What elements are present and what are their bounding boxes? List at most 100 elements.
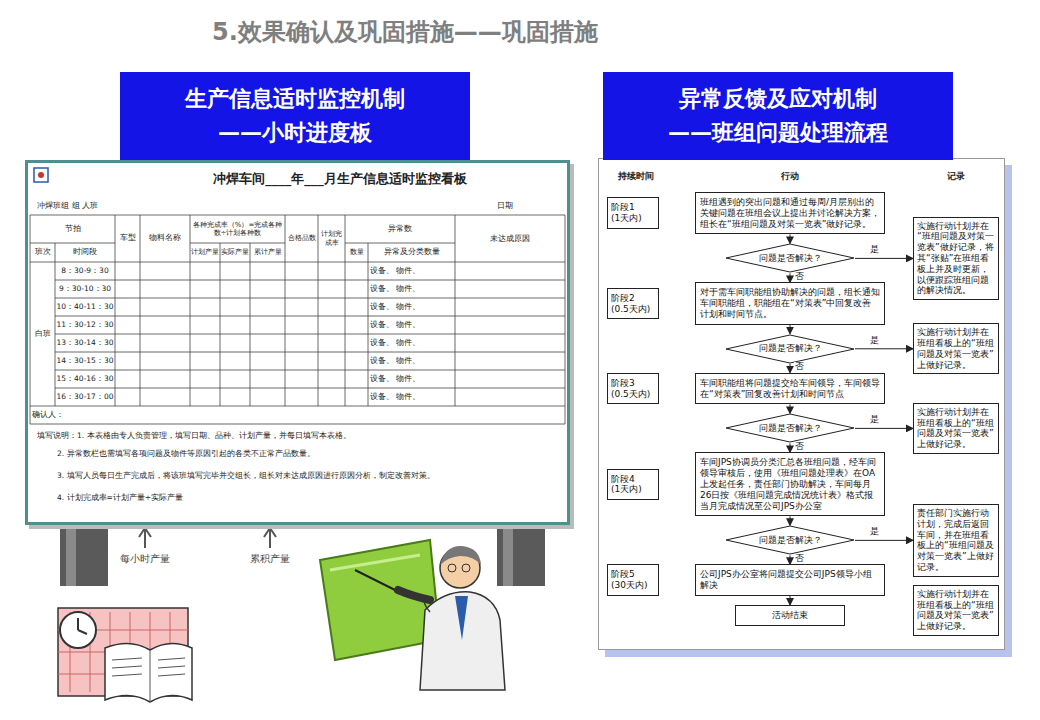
flow-arrow — [790, 404, 791, 413]
table-cell: 10：40-11：30 — [55, 298, 115, 316]
grid-line — [55, 370, 565, 371]
table-cell: 填写说明：1. 本表格由专人负责管理，填写日期、品种、计划产量，并每日填写本表格… — [35, 428, 560, 445]
table-cell: 9：30-10：30 — [55, 280, 115, 298]
table-cell: 13：30-14：30 — [55, 334, 115, 352]
node-text: 实施行动计划并在班组看板上的“班组问题及对策一览表”上做好记录。 — [917, 589, 995, 632]
node-text: 公司JPS办公室将问题提交公司JPS领导小组解决 — [700, 569, 880, 591]
node-text: (0.5天内) — [611, 389, 655, 400]
grid-line — [30, 424, 565, 425]
decision-diamond: 问题是否解决？ — [725, 525, 855, 555]
node-text: (30天内) — [611, 580, 655, 591]
process-box: 公司JPS办公室将问题提交公司JPS领导小组解决 — [695, 564, 885, 596]
node-text: 实施行动计划并在班组看板上的“班组问题及对策一览表”上做好记录。 — [917, 327, 995, 370]
edge-label: 是 — [869, 415, 880, 425]
table-cell: 3. 填写人员每日生产完成后，将该班填写完毕并交组长，组长对未达成原因进行原因分… — [55, 464, 560, 488]
node-text: (1天内) — [611, 213, 655, 224]
flow-arrow — [790, 596, 791, 605]
calendar-clipart — [58, 608, 192, 702]
grid-line — [250, 243, 251, 406]
edge-label: 是 — [869, 527, 880, 537]
stage-box: 阶段3(0.5天内) — [607, 373, 659, 405]
table-cell: 设备、 物件、 — [368, 352, 455, 370]
grid-line — [368, 243, 369, 406]
flow-arrow — [790, 273, 791, 282]
page-title: 5.效果确认及巩固措施——巩固措施 — [212, 16, 598, 48]
grid-line — [115, 215, 116, 406]
table-cell: 冲焊班组 组 人班 — [35, 199, 175, 212]
decision-diamond: 问题是否解决？ — [725, 243, 855, 273]
grid-line — [190, 215, 191, 406]
column-header: 行动 — [760, 168, 820, 184]
record-box: 责任部门实施行动计划，完成后返回车间，并在班组看板上的“班组问题及对策一览表”上… — [913, 504, 999, 577]
board-caption: 累积产量 — [230, 551, 310, 566]
table-cell: 设备、 物件、 — [368, 370, 455, 388]
table-cell: 车型 — [115, 215, 140, 262]
board-leg — [60, 522, 108, 586]
end-box: 活动结束 — [735, 605, 845, 626]
node-text: 阶段3 — [611, 378, 655, 389]
node-text: 问题是否解决？ — [759, 342, 822, 355]
teacher-clipart — [320, 540, 505, 690]
stage-box: 阶段5(30天内) — [607, 564, 659, 596]
table-cell: 异常数 — [345, 215, 455, 243]
table-cell: 累计产量 — [250, 243, 285, 262]
table-cell: 确认人： — [30, 406, 150, 424]
grid-line — [345, 243, 455, 244]
stage-box: 阶段1(1天内) — [607, 197, 659, 229]
table-cell: 计划完成率 — [318, 215, 345, 262]
table-cell: 计划产量 — [190, 243, 220, 262]
node-text: 责任部门实施行动计划，完成后返回车间，并在班组看板上的“班组问题及对策一览表”上… — [917, 508, 995, 573]
table-cell: 2. 异常数栏也需填写各项问题及物件等原因引起的各类不正常产品数量。 — [55, 446, 560, 463]
up-arrow — [264, 528, 276, 548]
header-banner: 异常反馈及应对机制——班组问题处理流程 — [603, 72, 953, 160]
table-cell: 节拍 — [30, 215, 115, 243]
table-cell: 白班 — [30, 262, 55, 406]
header-banner: 生产信息适时监控机制——小时进度板 — [120, 72, 470, 160]
node-text: 阶段5 — [611, 569, 655, 580]
flow-arrow — [790, 443, 791, 452]
grid-line — [55, 243, 56, 406]
edge-label: 否 — [794, 554, 805, 564]
board-caption: 每小时产量 — [100, 551, 190, 566]
table-cell: 11：30-12：30 — [55, 316, 115, 334]
grid-line — [55, 280, 565, 281]
column-header: 持续时间 — [604, 168, 668, 184]
decision-diamond: 问题是否解决？ — [725, 413, 855, 443]
flow-arrow — [855, 258, 913, 259]
table-cell: 实际产量 — [220, 243, 250, 262]
table-cell: 14：30-15：30 — [55, 352, 115, 370]
table-cell: 各种完成率（%）=完成各种数÷计划各种数 — [190, 215, 285, 243]
grid-line — [30, 406, 565, 407]
node-text: 车间职能组将问题提交给车间领导，车间领导在“对策表”回复改善计划和时间节点 — [700, 378, 880, 400]
node-text: 实施行动计划并在“班组问题及对策一览表”做好记录，将其“张贴”在班组看板上并及时… — [917, 221, 995, 297]
node-text: 异常反馈及应对机制 — [609, 82, 947, 116]
grid-line — [190, 243, 285, 244]
node-text: 车间JPS协调员分类汇总各班组问题，经车间领导审核后，使用《班组问题处理表》在O… — [700, 457, 880, 511]
column-header: 记录 — [918, 168, 994, 184]
record-box: 实施行动计划并在班组看板上的“班组问题及对策一览表”上做好记录。 — [913, 585, 999, 636]
table-cell: 设备、 物件、 — [368, 280, 455, 298]
board-leg-shine — [66, 522, 76, 586]
node-text: 阶段4 — [611, 474, 655, 485]
node-text: (1天内) — [611, 484, 655, 495]
grid-line — [55, 388, 565, 389]
grid-line — [345, 215, 346, 406]
stage-box: 阶段4(1天内) — [607, 469, 659, 501]
table-cell: 合格品数 — [285, 215, 318, 262]
diamond-shape — [726, 526, 854, 554]
grid-line — [30, 215, 565, 216]
up-arrow — [139, 528, 151, 548]
flow-arrow — [790, 555, 791, 564]
diamond-shape — [726, 335, 854, 363]
edge-label: 否 — [794, 362, 805, 372]
table-cell: 4. 计划完成率=计划产量÷实际产量 — [55, 490, 560, 507]
table-cell: 设备、 物件、 — [368, 262, 455, 280]
flow-arrow — [790, 516, 791, 525]
flow-arrow — [790, 234, 791, 243]
edge-label: 否 — [794, 272, 805, 282]
node-text: 活动结束 — [740, 610, 840, 621]
grid-line — [55, 352, 565, 353]
table-cell: 设备、 物件、 — [368, 316, 455, 334]
process-box: 车间JPS协调员分类汇总各班组问题，经车间领导审核后，使用《班组问题处理表》在O… — [695, 452, 885, 516]
node-text: ——小时进度板 — [126, 116, 464, 150]
